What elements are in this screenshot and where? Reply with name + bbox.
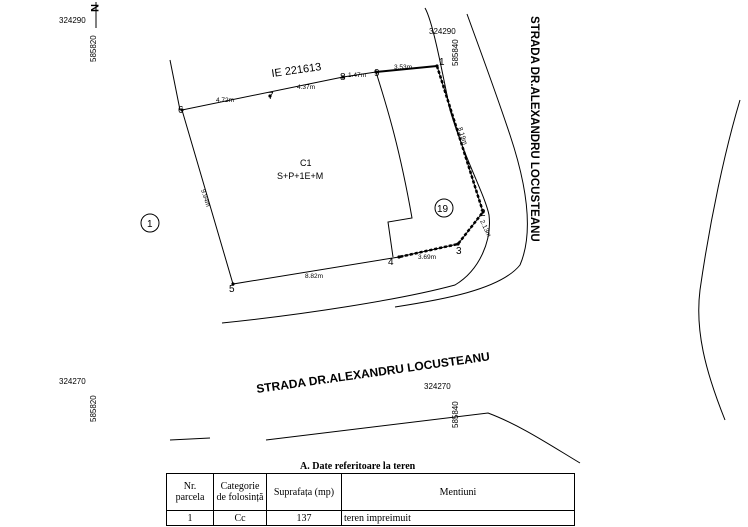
header-nr-parcela: Nr. parcela (166, 473, 214, 511)
building-name: C1 (300, 158, 312, 168)
table-caption: A. Date referitoare la teren (300, 461, 416, 472)
cell-categorie: Cc (213, 510, 267, 526)
header-categorie: Categorie de folosință (213, 473, 267, 511)
coord-tl-north: 324290 (59, 16, 86, 25)
distance-2-3: 2.13m (478, 219, 492, 238)
neighbor-parcel-19-number: 19 (437, 204, 449, 215)
header-suprafata: Suprafața (mp) (266, 473, 342, 511)
table-header-row: Nr. parcela Categorie de folosință Supra… (166, 473, 575, 511)
coord-br-north: 324270 (424, 382, 451, 391)
frontage-segment-9-1 (375, 65, 438, 73)
point-5-marker (231, 282, 235, 286)
parcel-boundary-street-line (221, 7, 490, 324)
lower-left-boundary-line (169, 437, 211, 441)
distance-5-6: 9.94m (199, 188, 211, 207)
cadastral-id: IE 221613 (271, 61, 322, 80)
neighbor-parcel-number: 1 (147, 219, 153, 230)
point-6-marker (180, 108, 184, 112)
cell-suprafata: 137 (266, 510, 342, 526)
coord-tr-north: 324290 (429, 27, 456, 36)
north-label: N (88, 4, 100, 12)
point-8-label: 8 (340, 72, 346, 83)
point-4-label: 4 (388, 257, 394, 268)
point-2-label: 2 (480, 208, 486, 219)
lower-street-boundary-line (265, 412, 581, 464)
point-2-marker (481, 210, 485, 214)
distance-8-9: 1.47m (348, 72, 366, 79)
coord-tr-east: 585840 (451, 39, 460, 66)
distance-1-2: 8.19m (456, 126, 468, 145)
point-7-marker (268, 94, 272, 98)
coord-bl-east: 585820 (89, 395, 98, 422)
point-9-marker (374, 70, 378, 74)
point-4-marker (397, 255, 401, 259)
far-right-boundary-line (698, 99, 741, 421)
distance-3-4: 3.69m (418, 254, 436, 261)
neighbor-parcel-19-circle (434, 198, 454, 218)
distance-4-5: 8.82m (305, 273, 323, 280)
point-6-label: 6 (178, 105, 184, 116)
street-name-bottom: STRADA DR.ALEXANDRU LOCUSTEANU (255, 349, 490, 396)
street-name-right: STRADA DR.ALEXANDRU LOCUSTEANU (528, 16, 540, 242)
distance-6-7: 4.72m (216, 97, 234, 104)
point-1-marker (435, 64, 439, 68)
point-5-label: 5 (229, 284, 235, 295)
street-frontage-line (398, 65, 485, 259)
header-mentiuni: Mentiuni (341, 473, 575, 511)
point-3-label: 3 (456, 246, 462, 257)
coord-tl-east: 585820 (89, 35, 98, 62)
building-levels: S+P+1E+M (277, 171, 323, 181)
point-1-label: 1 (439, 57, 445, 68)
neighbor-boundary-line (169, 59, 181, 111)
distance-7-8: 4.37m (297, 84, 315, 91)
building-c1-outline (375, 71, 413, 258)
coord-br-east: 585840 (451, 401, 460, 428)
coord-bl-north: 324270 (59, 377, 86, 386)
point-7-label: 7 (268, 91, 274, 102)
point-8-marker (341, 75, 345, 79)
cell-mentiuni: teren impreimuit (341, 510, 575, 526)
street-boundary-line (394, 13, 528, 308)
point-3-marker (456, 242, 460, 246)
cell-nr: 1 (166, 510, 214, 526)
land-data-table: Nr. parcela Categorie de folosință Supra… (166, 473, 575, 526)
point-9-label: 9 (374, 68, 380, 79)
distance-9-1: 3.53m (394, 64, 412, 71)
neighbor-parcel-circle (140, 213, 160, 233)
table-row: 1 Cc 137 teren impreimuit (166, 510, 575, 526)
